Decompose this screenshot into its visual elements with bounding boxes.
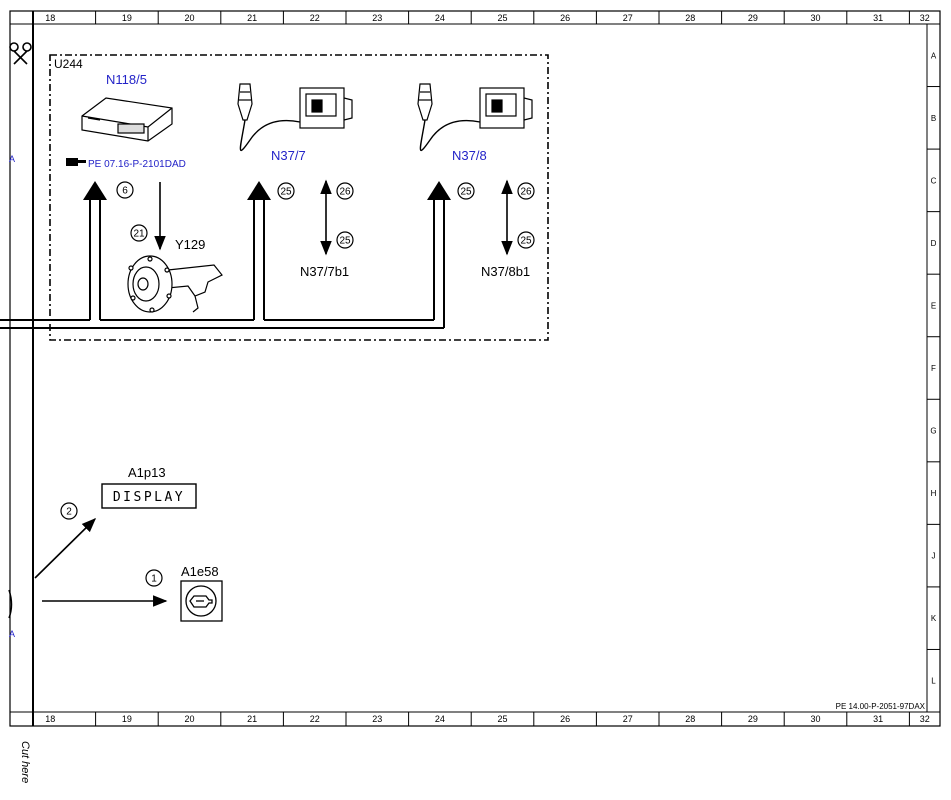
ruler-column-number: 18 — [45, 13, 55, 23]
a1p13-label: A1p13 — [128, 465, 166, 480]
signal-number: 25 — [460, 187, 472, 198]
page-clip-mark — [8, 589, 13, 619]
ruler-column-number: 22 — [310, 13, 320, 23]
ruler-row-letter: H — [931, 489, 937, 498]
left-row-mark: A — [9, 154, 15, 164]
ruler-column-number: 22 — [310, 714, 320, 724]
ruler-column-number: 20 — [184, 13, 194, 23]
indicator-lamp-icon[interactable] — [180, 580, 223, 622]
n37-8b1-label: N37/8b1 — [481, 264, 530, 279]
sensor-icon[interactable] — [237, 83, 353, 152]
scissors-icon[interactable] — [9, 42, 32, 65]
signal-number: 25 — [280, 187, 292, 198]
n118-5-label: N118/5 — [106, 72, 147, 87]
ruler-column-number: 32 — [920, 714, 930, 724]
ruler-column-number: 24 — [435, 13, 445, 23]
ruler-column-number: 23 — [372, 13, 382, 23]
signal-circle — [517, 231, 535, 249]
signal-circle — [336, 182, 354, 200]
signal-number: 25 — [339, 236, 351, 247]
ruler-row-letter: A — [931, 51, 937, 60]
signal-circle — [336, 231, 354, 249]
signal-circle — [277, 182, 295, 200]
signal-circle — [116, 181, 134, 199]
ruler-row-letter: E — [931, 301, 936, 310]
ruler-row-letter: L — [931, 677, 936, 686]
valve-icon[interactable] — [127, 255, 223, 313]
y129-label: Y129 — [175, 237, 205, 252]
ruler-column-number: 30 — [810, 714, 820, 724]
signal-number: 25 — [520, 236, 532, 247]
control-unit-icon[interactable] — [81, 97, 173, 142]
signal-number: 26 — [520, 187, 532, 198]
left-row-mark: A — [9, 629, 15, 639]
n118-5-reference-link[interactable]: PE 07.16-P-2101DAD — [88, 159, 186, 170]
signal-circle — [457, 182, 475, 200]
ruler-column-number: 27 — [623, 714, 633, 724]
right-row-ruler: A B C D E F G H J K L — [927, 51, 940, 686]
signal-circle — [517, 182, 535, 200]
ruler-column-number: 25 — [497, 714, 507, 724]
ruler-row-letter: B — [931, 114, 936, 123]
signal-circle — [145, 569, 163, 587]
u244-group-box — [49, 54, 549, 341]
ruler-row-letter: J — [932, 552, 936, 561]
ruler-row-letter: G — [930, 427, 936, 436]
group-label: U244 — [54, 57, 83, 71]
ruler-column-number: 29 — [748, 13, 758, 23]
ruler-column-number: 26 — [560, 714, 570, 724]
ruler-row-letter: F — [931, 364, 936, 373]
ruler-column-number: 29 — [748, 714, 758, 724]
ruler-column-number: 26 — [560, 13, 570, 23]
signal-circle — [60, 502, 78, 520]
signal-number: 26 — [339, 187, 351, 198]
signal-number: 2 — [66, 507, 72, 518]
ruler-column-number: 31 — [873, 714, 883, 724]
ruler-column-number: 28 — [685, 13, 695, 23]
document-reference: PE 14.00-P-2051-97DAX — [836, 702, 926, 711]
signal-number: 1 — [151, 574, 157, 585]
n37-8-label: N37/8 — [452, 148, 487, 163]
bottom-column-ruler: 18 19 20 21 22 23 24 25 26 27 28 29 30 31 32 — [45, 712, 930, 726]
top-column-ruler: 18 19 20 21 22 23 24 25 26 27 28 29 30 31 32 — [45, 11, 930, 24]
cut-here-note: Cut here — [19, 741, 31, 783]
drawing-frame — [9, 10, 941, 727]
signal-circle — [130, 224, 148, 242]
harness-arrow-head — [427, 181, 451, 200]
ruler-column-number: 28 — [685, 714, 695, 724]
signal-number: 6 — [122, 186, 128, 197]
signal-number: 21 — [133, 229, 145, 240]
ruler-column-number: 19 — [122, 13, 132, 23]
ruler-column-number: 21 — [247, 13, 257, 23]
display-icon[interactable]: DISPLAY — [101, 483, 197, 509]
harness-lines — [0, 197, 445, 329]
pointing-hand-icon — [66, 158, 86, 166]
ruler-column-number: 23 — [372, 714, 382, 724]
ruler-column-number: 18 — [45, 714, 55, 724]
ruler-column-number: 20 — [184, 714, 194, 724]
harness-arrow-head — [247, 181, 271, 200]
signal-arrow — [34, 517, 97, 579]
n37-7-label: N37/7 — [271, 148, 306, 163]
ruler-column-number: 32 — [920, 13, 930, 23]
ruler-column-number: 30 — [810, 13, 820, 23]
ruler-column-number: 25 — [497, 13, 507, 23]
ruler-row-letter: D — [931, 239, 937, 248]
ruler-column-number: 24 — [435, 714, 445, 724]
ruler-column-number: 19 — [122, 714, 132, 724]
sensor-icon[interactable] — [417, 83, 533, 152]
ruler-column-number: 21 — [247, 714, 257, 724]
ruler-row-letter: K — [931, 614, 937, 623]
a1e58-label: A1e58 — [181, 564, 219, 579]
ruler-column-number: 27 — [623, 13, 633, 23]
display-readout: DISPLAY — [113, 490, 185, 505]
ruler-row-letter: C — [931, 176, 937, 185]
harness-arrow-head — [83, 181, 107, 200]
ruler-column-number: 31 — [873, 13, 883, 23]
n37-7b1-label: N37/7b1 — [300, 264, 349, 279]
